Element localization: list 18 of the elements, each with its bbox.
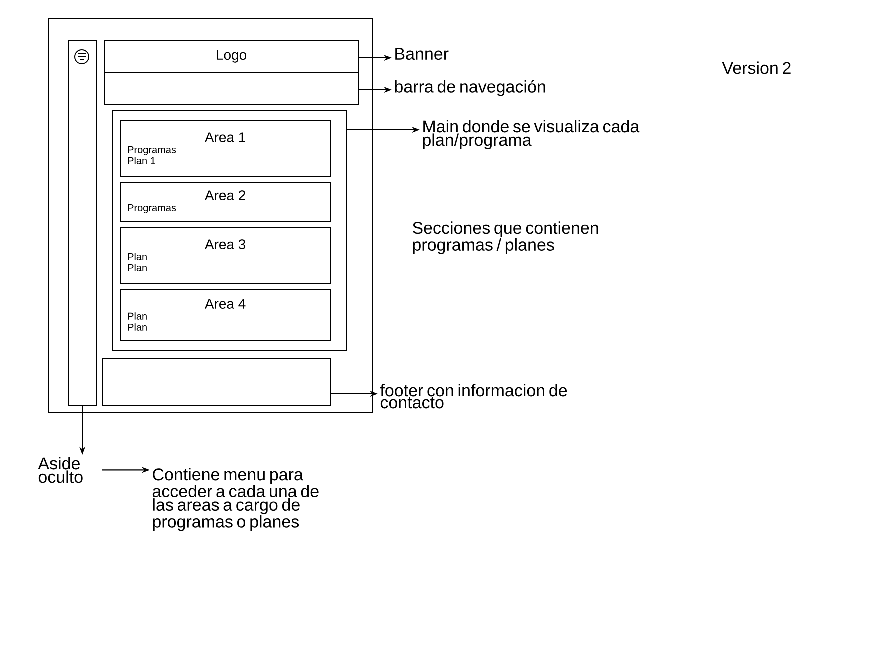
handwritten-note: Banner [396,48,449,60]
footer-box [102,358,332,406]
handwritten-note: footer con informacion de contacto [380,384,568,409]
handwritten-note: barra de navegación [395,80,546,96]
main-box [112,110,348,352]
area-box: Area 1 Programas Plan 1 [120,120,332,178]
navigation-bar [104,72,360,106]
page-frame [48,18,374,414]
note: Version 2 [722,62,791,74]
area-box: Area 2 Programas [120,182,332,222]
handwritten-note: Main donde se visualiza cada plan/programa [423,120,640,150]
area-box: Area 3 Plan Plan [120,227,332,284]
banner-box: Logo [104,40,360,74]
handwritten-note: Aside oculto [38,457,83,484]
note: Secciones que contienen programas / planes [412,222,598,254]
area-box: Area 4 Plan Plan [120,289,332,342]
handwritten-note: Contiene menu para acceder a cada una de las areas a cargo de programas o planes [152,468,319,532]
aside-column [68,40,98,406]
